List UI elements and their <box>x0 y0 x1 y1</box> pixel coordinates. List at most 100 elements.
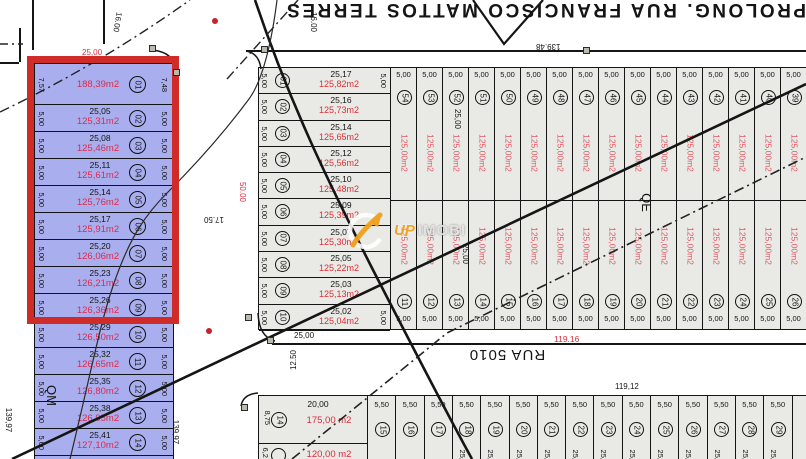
lot-left-dim: 5,00 <box>260 257 270 273</box>
lot-area: 125,00m2 <box>788 227 799 265</box>
lot-number-circle: 24 <box>629 422 645 437</box>
lot-area: 125,00m2 <box>710 227 721 265</box>
lot-area: 126,65m2 <box>76 358 120 370</box>
lot-width-dim: 5,00 <box>760 314 775 323</box>
lot-top-dim: 25,03 <box>330 279 352 290</box>
lot-14-area: 175,00 m2 <box>306 415 352 426</box>
lot-number-circle: 29 <box>770 422 786 437</box>
lot-number-circle: 28 <box>742 422 758 437</box>
lot-number-circle: 21 <box>656 294 672 309</box>
lot-number-circle: 12 <box>422 294 438 309</box>
lot-left-dim: 5,00 <box>260 178 270 194</box>
lot-number-circle: 22 <box>572 422 588 437</box>
lot-number-circle: 10 <box>129 326 146 343</box>
lot-number: 06 <box>278 207 288 217</box>
lot-width-dim: 5,00 <box>422 314 437 323</box>
lot-depth-dim-partial: 25, <box>655 449 665 459</box>
lot-number: 15 <box>504 297 513 306</box>
lot-right-dim: 5,00 <box>160 407 170 423</box>
lot-area: 125,00m2 <box>580 227 591 265</box>
lot-left-dim: 5,00 <box>260 204 270 220</box>
lot-area: 125,00m2 <box>658 227 669 265</box>
lot-number: 16 <box>406 425 416 434</box>
lot-width-dim: 5,00 <box>448 70 463 79</box>
lot-number-circle: 20 <box>516 422 532 437</box>
lot-right-dim: 5,00 <box>379 310 389 325</box>
lot-number-circle: 27 <box>714 422 730 437</box>
lot-number: 04 <box>278 154 288 164</box>
lot-number: 51 <box>478 93 487 102</box>
lot-area: 125,00m2 <box>528 227 539 265</box>
lot-number-circle: 01 <box>275 73 290 88</box>
lot-top-dim: 25,14 <box>330 121 352 132</box>
lot-width-dim: 5,50 <box>685 400 701 409</box>
lot-width-dim: 5,00 <box>786 70 801 79</box>
lot-number-circle: 24 <box>734 294 750 309</box>
lot-width-dim: 5,50 <box>374 400 389 409</box>
dim-mid-street-width: 17.50 <box>204 215 225 224</box>
lot-width-dim: 5,00 <box>578 314 593 323</box>
lot-width-dim: 5,00 <box>656 70 671 79</box>
lot-number-circle: 44 <box>656 90 672 105</box>
highlight-border-lots-01-09 <box>27 56 179 324</box>
lot-area: 125,00m2 <box>528 134 539 172</box>
lot-number: 09 <box>278 286 288 296</box>
lot-width-dim: 5,50 <box>629 400 644 409</box>
up-imobi-watermark: UP IMOBI <box>344 204 466 256</box>
lot-number-circle: 20 <box>630 294 646 309</box>
lot-area: 125,00m2 <box>502 134 513 172</box>
lot-number-circle: 22 <box>682 294 698 309</box>
lot-number-circle: 23 <box>708 294 724 309</box>
lot-number-circle: 15 <box>374 422 390 437</box>
lot-14-top-dim: 20,00 <box>307 399 329 409</box>
lot-width-dim: 5,50 <box>430 400 446 409</box>
lot-depth-dim-partial: 25, <box>514 449 524 459</box>
lot-number: 39 <box>790 93 799 102</box>
block-bottom: 20,00 8,75 14 175,00 m2 6,2 120,00 m2 5,… <box>258 395 806 459</box>
lot-width-dim: 5,50 <box>544 400 559 409</box>
survey-marker <box>583 47 590 54</box>
lot-number-circle: 06 <box>275 204 290 220</box>
lot-number-circle: 54 <box>396 90 412 105</box>
lot-number-circle: 17 <box>552 294 568 309</box>
lot-left-dim: 5,00 <box>260 283 270 299</box>
lot-area: 125,00m2 <box>788 134 799 172</box>
lot-width-dim: 5,00 <box>474 314 489 323</box>
dim-mid-street-length: 50.00 <box>238 181 248 203</box>
lot-area: 125,00m2 <box>502 227 513 265</box>
lot-top-dim: 25,16 <box>330 95 352 106</box>
lot-depth-dim-partial: 25, <box>571 449 581 459</box>
lot-number-circle: 12 <box>129 380 146 397</box>
dim-qe-depth-top: 25,00 <box>453 108 463 130</box>
lot-left-dim: 5,00 <box>260 152 270 167</box>
lot-number: 17 <box>556 297 565 306</box>
lot-number-circle: 21 <box>544 422 560 437</box>
lot-left-dim: 5,00 <box>37 434 47 450</box>
lot-number-circle: 49 <box>526 90 542 105</box>
lot-area: 126,80m2 <box>76 385 120 397</box>
lot-number: 19 <box>608 297 617 306</box>
lot-number-circle: 10 <box>275 309 290 325</box>
lot-right-dim: 5,00 <box>160 326 170 342</box>
lot-number: 25 <box>764 297 773 306</box>
lot-number-circle: 16 <box>526 294 542 309</box>
lot-top-dim: 25,41 <box>89 429 111 440</box>
